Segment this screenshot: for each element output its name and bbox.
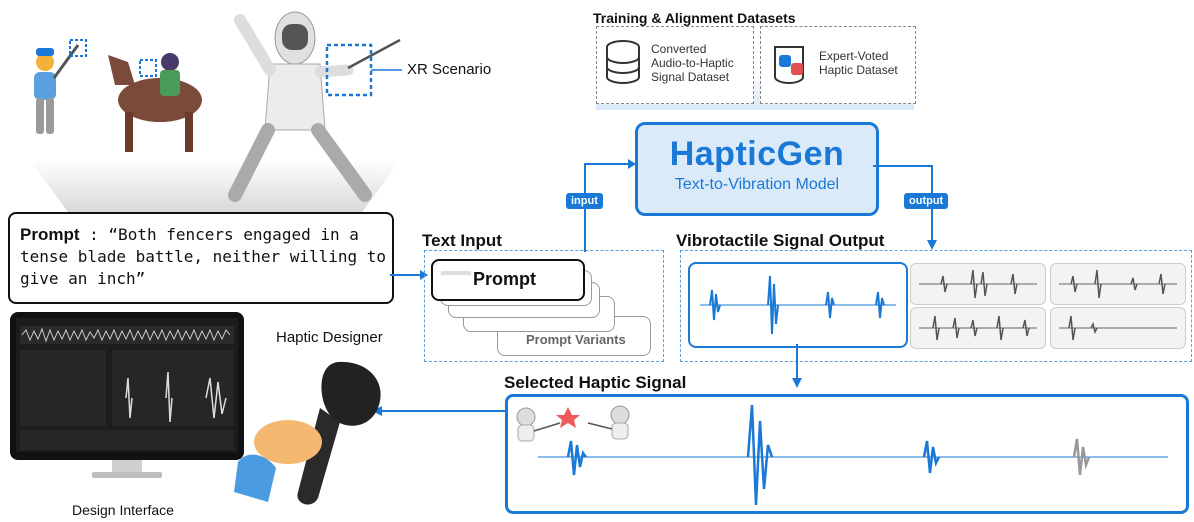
prompt-separator: :: [89, 225, 99, 244]
xr-scenario-illustration: [0, 0, 420, 215]
prompt-text-container: Prompt : “Both fencers engaged in a tens…: [20, 224, 390, 290]
monitor-screen-content: [20, 326, 234, 450]
selected-output-waveform: [700, 275, 896, 335]
selected-output-signal: [688, 262, 908, 348]
fencer-duel-icon: [516, 405, 630, 442]
golfer-figure: [34, 39, 87, 134]
hapticgen-model-box: HapticGen Text-to-Vibration Model: [635, 122, 879, 216]
model-name: HapticGen: [669, 135, 845, 173]
spotlight-shadow: [30, 160, 400, 215]
arrow-to-selected: [792, 344, 802, 388]
design-interface-monitor: [10, 312, 244, 460]
dataset-card-converted: Converted Audio-to-Haptic Signal Dataset: [596, 26, 754, 104]
input-arrow: [584, 159, 636, 252]
vote-icon: [774, 46, 804, 84]
prompt-label: Prompt: [20, 225, 80, 244]
vibro-output-title: Vibrotactile Signal Output: [676, 231, 885, 250]
datasets-title: Training & Alignment Datasets: [593, 10, 796, 26]
output-tag: output: [904, 193, 949, 209]
output-signal-thumb-2: [1050, 263, 1186, 305]
fencer-figure: [228, 11, 402, 202]
vr-controller-hand: [234, 361, 381, 505]
database-icon: [606, 40, 640, 84]
dataset-converted-line-1: Converted: [651, 42, 707, 56]
selected-signal-panel: [505, 394, 1189, 514]
text-input-panel: [424, 250, 664, 362]
arrow-to-designer: [372, 406, 506, 416]
model-subtitle: Text-to-Vibration Model: [674, 176, 840, 193]
dataset-converted-line-3: Signal Dataset: [651, 70, 730, 84]
prompt-quote: “Both fencers engaged in a tense blade b…: [20, 225, 387, 288]
output-signal-thumb-4: [1050, 307, 1186, 349]
output-arrow: [873, 165, 937, 250]
horse-rider-figure: [108, 53, 202, 152]
prompt-card: Prompt: [431, 259, 585, 301]
dataset-expert-line-2: Haptic Dataset: [819, 63, 898, 77]
prompt-variants-label: Prompt Variants: [526, 332, 626, 347]
xr-scene-svg: [30, 11, 402, 215]
monitor-base: [92, 472, 162, 478]
monitor-screen: [16, 318, 238, 452]
monitor-neck: [112, 460, 142, 474]
prompt-box: Prompt : “Both fencers engaged in a tens…: [8, 212, 394, 304]
haptic-designer-label: Haptic Designer: [276, 329, 383, 346]
input-tag: input: [566, 193, 603, 209]
design-interface-label: Design Interface: [72, 502, 174, 518]
prompt-card-label: Prompt: [473, 269, 536, 289]
prompt-card-lines: [441, 271, 471, 275]
selected-signal-title: Selected Haptic Signal: [504, 373, 687, 392]
output-signal-thumb-3: [910, 307, 1046, 349]
dataset-converted-line-2: Audio-to-Haptic: [651, 56, 734, 70]
vibro-output-panel: [680, 250, 1192, 362]
text-input-title: Text Input: [422, 231, 502, 250]
selected-signal-waveform: [516, 404, 1168, 506]
dataset-expert-line-1: Expert-Voted: [819, 49, 889, 63]
output-signal-thumb-1: [910, 263, 1046, 305]
xr-scenario-label: XR Scenario: [407, 61, 492, 78]
dataset-card-expert: Expert-Voted Haptic Dataset: [760, 26, 916, 104]
